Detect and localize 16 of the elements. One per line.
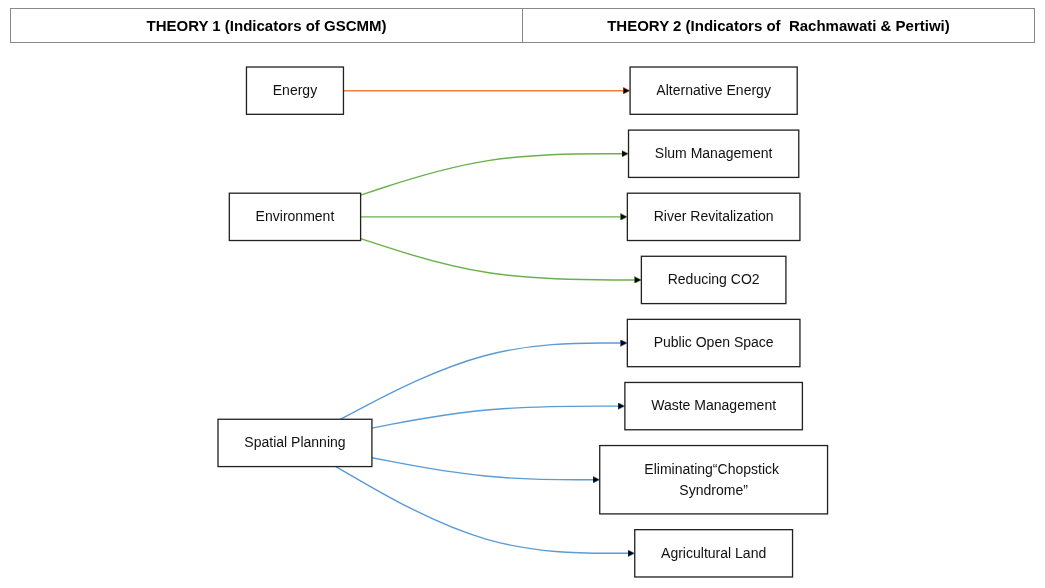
node-box: Eliminating“Chopstick Syndrome”: [598, 444, 828, 515]
arrow: [339, 339, 628, 420]
node-box: Spatial Planning: [217, 418, 373, 468]
node-box: Waste Management: [623, 381, 803, 431]
node-box: Public Open Space: [626, 318, 801, 368]
node-box: Slum Management: [627, 129, 800, 179]
node-box: Alternative Energy: [629, 66, 798, 115]
node-box: Agricultural Land: [633, 529, 793, 578]
node-box: Energy: [245, 66, 344, 115]
node-box: Reducing CO2: [640, 255, 787, 305]
column-header: THEORY 1 (Indicators of GSCMM): [145, 16, 388, 36]
arrow: [359, 237, 642, 284]
node-box: Environment: [228, 192, 361, 242]
node-box: River Revitalization: [626, 192, 801, 242]
arrow: [334, 465, 635, 558]
column-header: THEORY 2 (Indicators of Rachmawati & Pertiwi): [522, 9, 1034, 42]
